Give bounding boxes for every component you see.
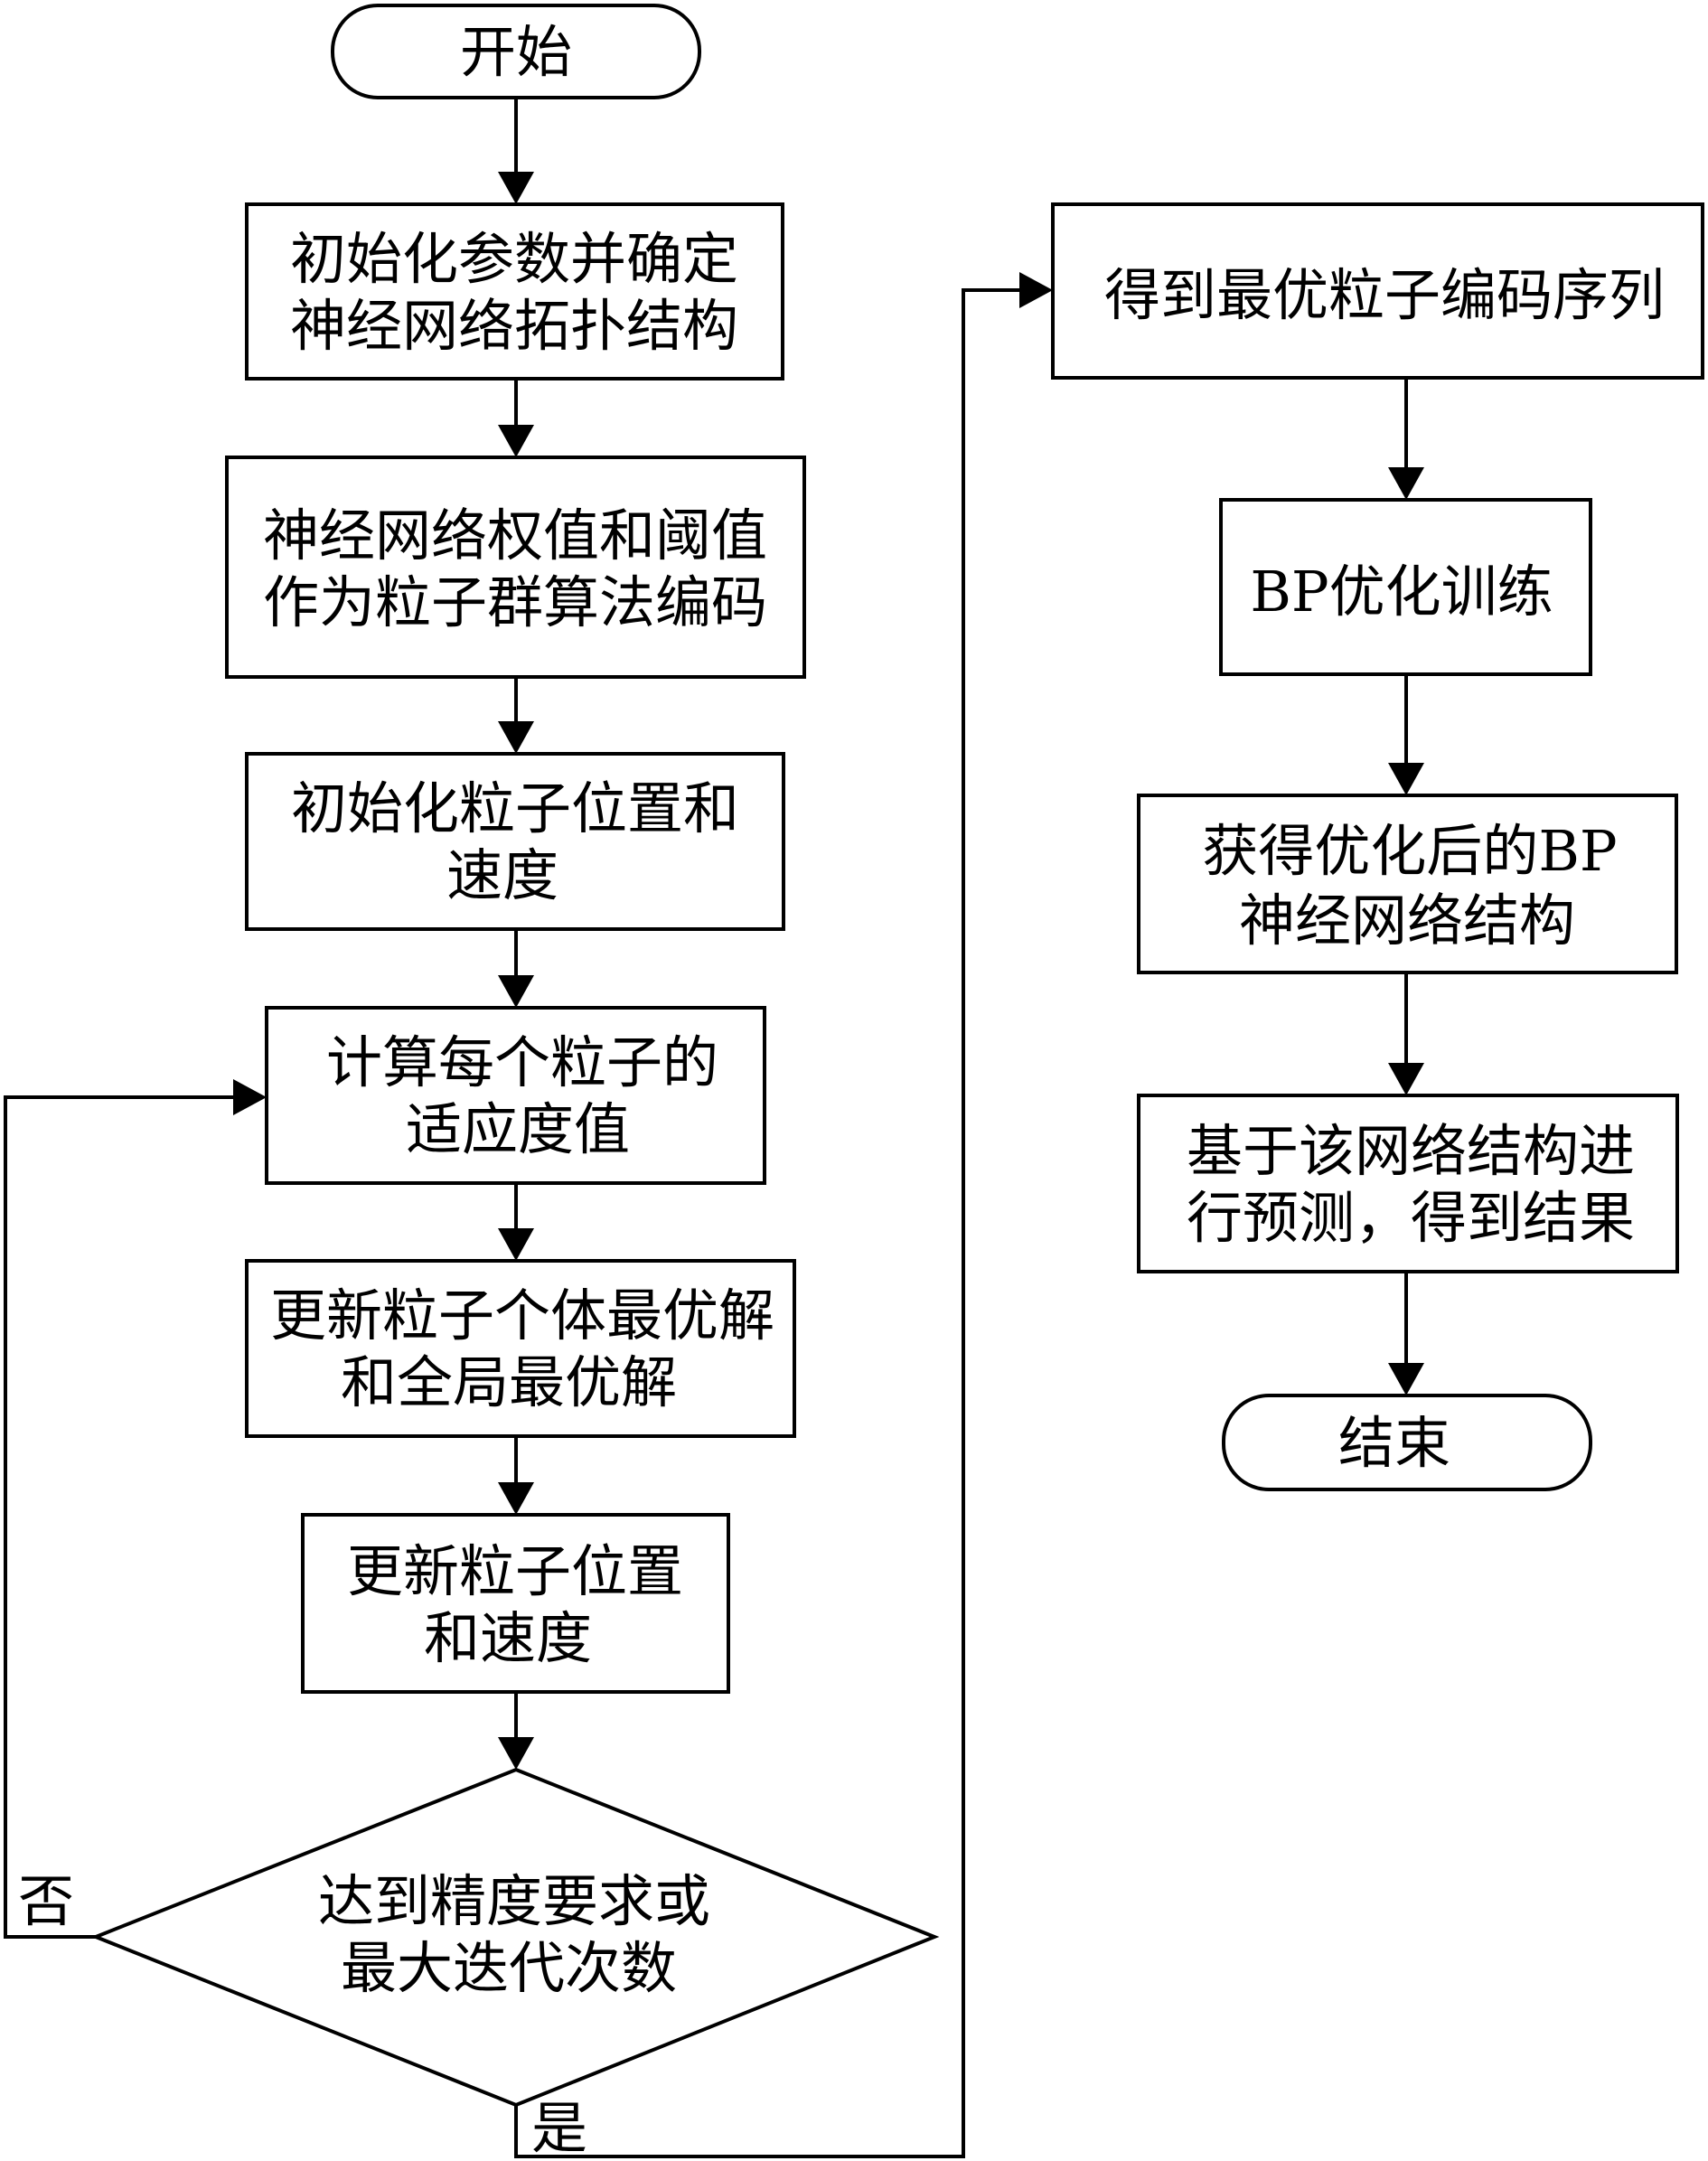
right-connectors: [1388, 378, 1424, 1395]
optimized-structure-box: 获得优化后的BP 神经网络结构: [1137, 794, 1678, 974]
bp-train-box: BP优化训练: [1219, 498, 1592, 676]
no-branch-label: 否: [18, 1868, 74, 1934]
end-node: 结束: [1222, 1394, 1592, 1491]
update-best-line-2: 和全局最优解: [341, 1349, 677, 1415]
encode-line-1: 神经网络权值和阈值: [263, 503, 767, 568]
no-loop-arrow: [4, 1079, 267, 1939]
init-particles-line-1: 初始化粒子位置和: [291, 775, 739, 841]
decision-line-1: 达到精度要求或: [318, 1868, 710, 1934]
decision-diamond: 达到精度要求或 最大迭代次数: [90, 1767, 940, 2108]
update-best-line-1: 更新粒子个体最优解: [270, 1283, 774, 1348]
decision-line-2: 最大迭代次数: [341, 1935, 677, 2001]
predict-box: 基于该网络结构进 行预测，得到结果: [1137, 1094, 1679, 1273]
update-best-box: 更新粒子个体最优解 和全局最优解: [245, 1259, 796, 1438]
yes-path-arrow: [514, 272, 1053, 2158]
start-node: 开始: [331, 4, 701, 99]
yes-branch-label: 是: [531, 2095, 587, 2161]
init-params-line-1: 初始化参数并确定: [290, 226, 738, 292]
best-sequence-box: 得到最优粒子编码序列: [1051, 202, 1704, 380]
start-label: 开始: [460, 19, 572, 85]
best-sequence-label: 得到最优粒子编码序列: [1104, 262, 1665, 328]
predict-line-2: 行预测，得到结果: [1187, 1185, 1635, 1251]
optimized-structure-line-1: 获得优化后的BP: [1202, 818, 1617, 884]
update-pos-box: 更新粒子位置 和速度: [301, 1513, 730, 1694]
predict-line-1: 基于该网络结构进: [1187, 1118, 1635, 1184]
init-params-box: 初始化参数并确定 神经网络拓扑结构: [245, 202, 784, 381]
fitness-line-2: 适应度值: [406, 1096, 630, 1162]
encode-line-2: 作为粒子群算法编码: [263, 569, 767, 635]
end-label: 结束: [1338, 1410, 1450, 1476]
update-pos-line-1: 更新粒子位置: [347, 1538, 683, 1604]
optimized-structure-line-2: 神经网络结构: [1239, 888, 1575, 954]
update-pos-line-2: 和速度: [424, 1605, 592, 1671]
init-particles-box: 初始化粒子位置和 速度: [245, 752, 785, 931]
init-particles-line-2: 速度: [446, 842, 558, 908]
fitness-box: 计算每个粒子的 适应度值: [265, 1006, 766, 1185]
init-params-line-2: 神经网络拓扑结构: [290, 293, 738, 359]
encode-box: 神经网络权值和阈值 作为粒子群算法编码: [225, 456, 806, 679]
fitness-line-1: 计算每个粒子的: [326, 1029, 718, 1095]
left-connectors: [498, 98, 534, 1770]
bp-train-label: BP优化训练: [1250, 559, 1553, 625]
